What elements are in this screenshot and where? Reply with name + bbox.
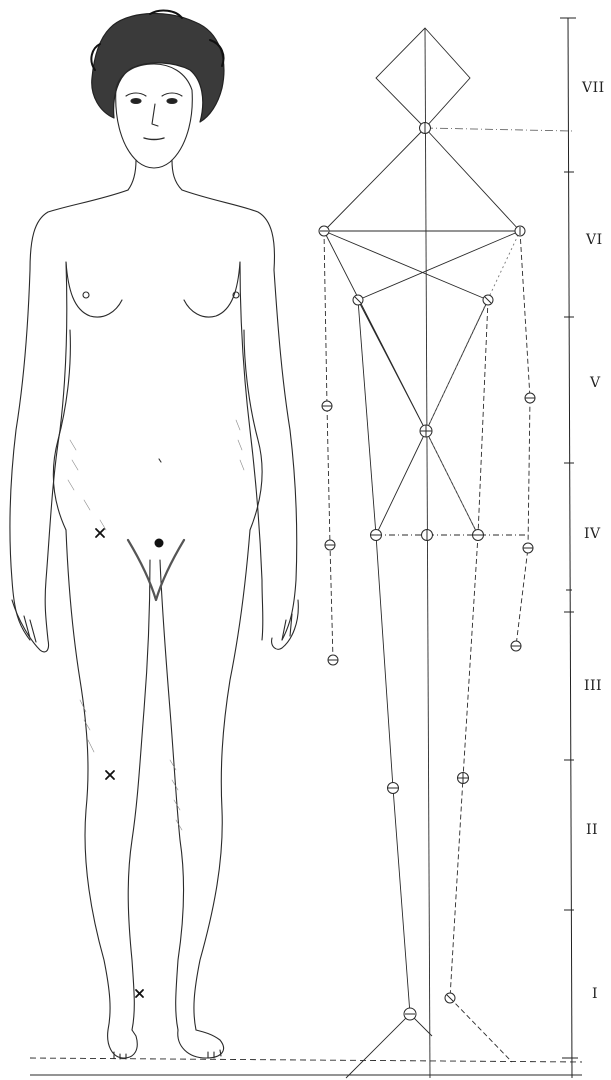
joint-center-hip: [422, 530, 433, 541]
neck: [128, 160, 182, 190]
joint-right-knee: [458, 773, 469, 784]
hair: [91, 11, 224, 122]
right-leg: [160, 530, 250, 1030]
joint-navel: [420, 425, 432, 437]
ground-line-dashed: [30, 1058, 582, 1062]
joint-left-hip: [371, 530, 382, 541]
face: [116, 64, 193, 168]
joint-right-wrist: [523, 543, 533, 553]
cross-mark-ankle: [136, 990, 143, 997]
left-foot-lines: [346, 1014, 432, 1078]
right-arm: [240, 262, 297, 640]
joint-left-hand: [328, 655, 338, 665]
scale-label-ii: II: [586, 822, 598, 838]
waist-hips: [53, 330, 262, 530]
chest: [66, 262, 240, 317]
left-arm-line: [324, 231, 333, 660]
right-foot-lines: [450, 998, 512, 1062]
head-diamond: [376, 28, 470, 128]
right-hand: [272, 600, 299, 649]
joint-left-knee: [388, 783, 399, 794]
pubic-hair: [128, 540, 184, 600]
navel: [159, 459, 161, 462]
scale-label-iv: IV: [584, 526, 601, 542]
inner-diagonals: [426, 231, 520, 535]
joint-right-chest: [483, 295, 493, 305]
dot-mark-pubis: [155, 539, 164, 548]
shoulder-lines: [324, 128, 520, 231]
joint-right-hip: [473, 530, 484, 541]
figure-drawing: [10, 11, 298, 1059]
left-torso-line: [358, 300, 376, 535]
joint-left-ankle: [404, 1008, 416, 1020]
left-leg-line: [376, 535, 410, 1014]
joint-right-elbow: [525, 393, 535, 403]
scale-label-iii: III: [584, 678, 602, 694]
scale-label-vi: VI: [586, 232, 603, 248]
right-leg-line: [450, 535, 478, 998]
central-axis: [425, 28, 430, 1078]
chest-lines: [324, 231, 520, 431]
left-hand: [12, 600, 49, 652]
cross-mark-knee: [106, 771, 114, 779]
cross-mark-hip: [96, 529, 104, 537]
joint-left-chest: [353, 295, 363, 305]
joint-right-hand: [511, 641, 521, 651]
shading: [68, 420, 244, 830]
left-leg: [66, 530, 150, 1030]
joint-markers: [319, 122, 535, 1020]
joint-right-ankle: [445, 993, 455, 1003]
proportion-schema: [30, 28, 582, 1078]
scale-axis: [568, 18, 572, 1078]
joint-right-shoulder: [515, 226, 525, 236]
right-foot: [178, 1030, 224, 1058]
right-torso-line: [478, 300, 488, 535]
left-nipple: [83, 292, 89, 298]
joint-neck: [420, 122, 431, 134]
neck-reference-line: [425, 128, 572, 131]
scale-label-vii: VII: [582, 80, 605, 96]
scale-label-i: I: [592, 986, 598, 1002]
joint-left-elbow: [322, 401, 332, 411]
joint-left-shoulder: [319, 226, 329, 236]
right-arm-line: [516, 231, 530, 646]
torso-outline: [30, 190, 274, 270]
left-arm: [10, 262, 67, 640]
measurement-scale: [560, 18, 578, 1078]
scale-label-v: V: [590, 375, 601, 391]
left-foot: [108, 1030, 138, 1059]
joint-left-wrist: [325, 540, 335, 550]
